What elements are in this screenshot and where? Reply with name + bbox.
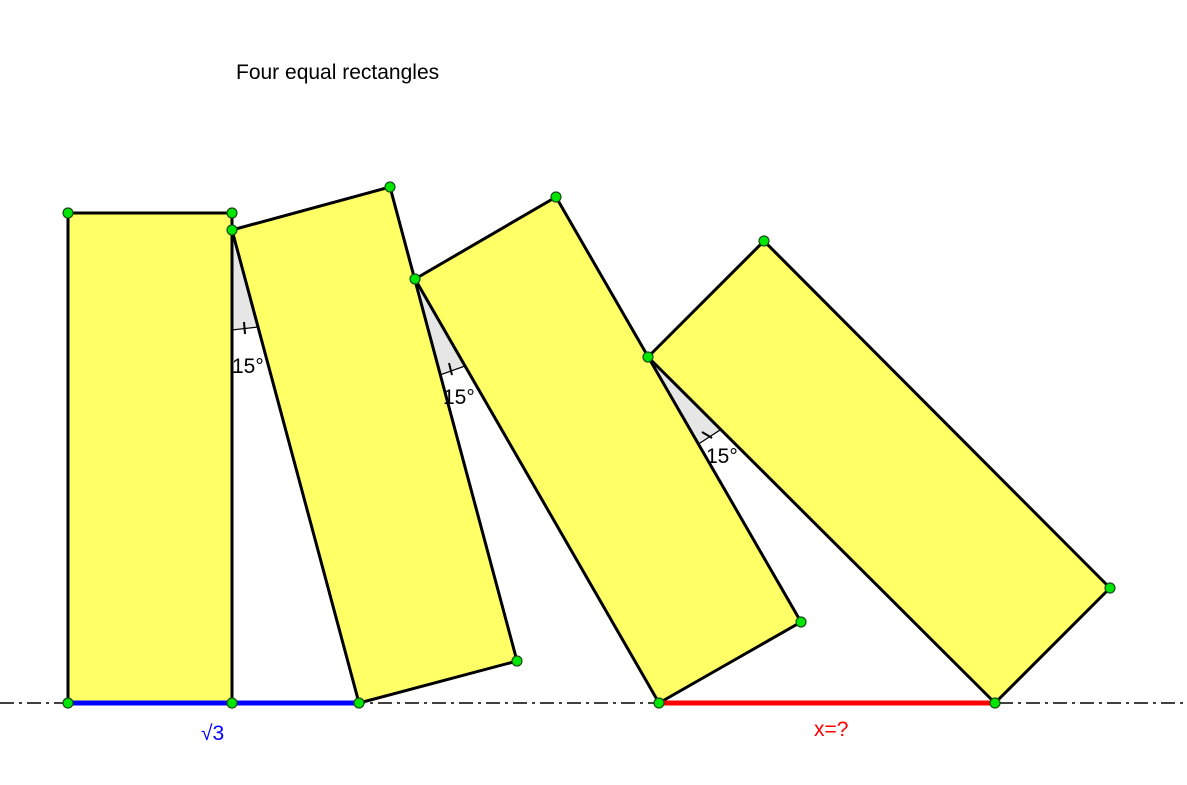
known-length-label: √3 <box>201 722 224 745</box>
vertex-point <box>409 273 421 285</box>
angle-label-3: 15° <box>706 445 738 468</box>
vertex-point <box>384 181 396 193</box>
vertex-point <box>1104 582 1116 594</box>
vertex-point <box>226 697 238 709</box>
vertex-point <box>758 235 770 247</box>
vertex-point <box>989 697 1001 709</box>
vertex-point <box>226 207 238 219</box>
vertex-point <box>511 655 523 667</box>
angle-tick-3 <box>701 431 713 439</box>
rectangle-1 <box>66 211 234 705</box>
vertex-points <box>62 181 1116 709</box>
vertex-point <box>642 351 654 363</box>
angle-label-2: 15° <box>443 386 475 409</box>
vertex-point <box>550 191 562 203</box>
unknown-length-label: x=? <box>814 718 848 741</box>
vertex-point <box>226 224 238 236</box>
vertex-point <box>795 616 807 628</box>
vertex-point <box>62 697 74 709</box>
angle-tick-2 <box>448 362 453 376</box>
vertex-point <box>353 697 365 709</box>
vertex-point <box>62 207 74 219</box>
diagram-title: Four equal rectangles <box>236 61 440 84</box>
angle-label-1: 15° <box>232 355 264 378</box>
vertex-point <box>653 697 665 709</box>
angle-tick-1 <box>243 321 246 335</box>
